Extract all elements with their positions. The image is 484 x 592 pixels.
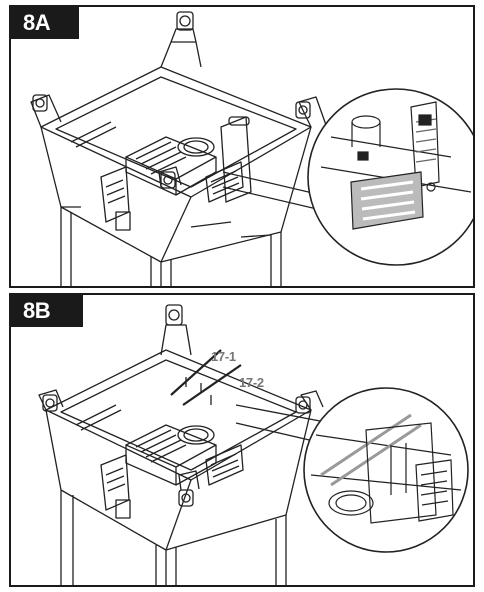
step-8b-illustration [38,304,469,585]
step-panel-8b: 8B 17-1 17-2 [9,293,475,587]
step-label-8a: 8A [11,7,79,39]
step-label-8b: 8B [11,295,83,327]
detail-zoom-8b [303,387,469,553]
step-8a-illustration [30,11,473,286]
step-panel-8a: 8A [9,5,475,288]
part-callout-17-1: 17-1 [211,349,236,364]
detail-zoom-8a [307,88,473,266]
part-callout-17-2: 17-2 [239,375,264,390]
